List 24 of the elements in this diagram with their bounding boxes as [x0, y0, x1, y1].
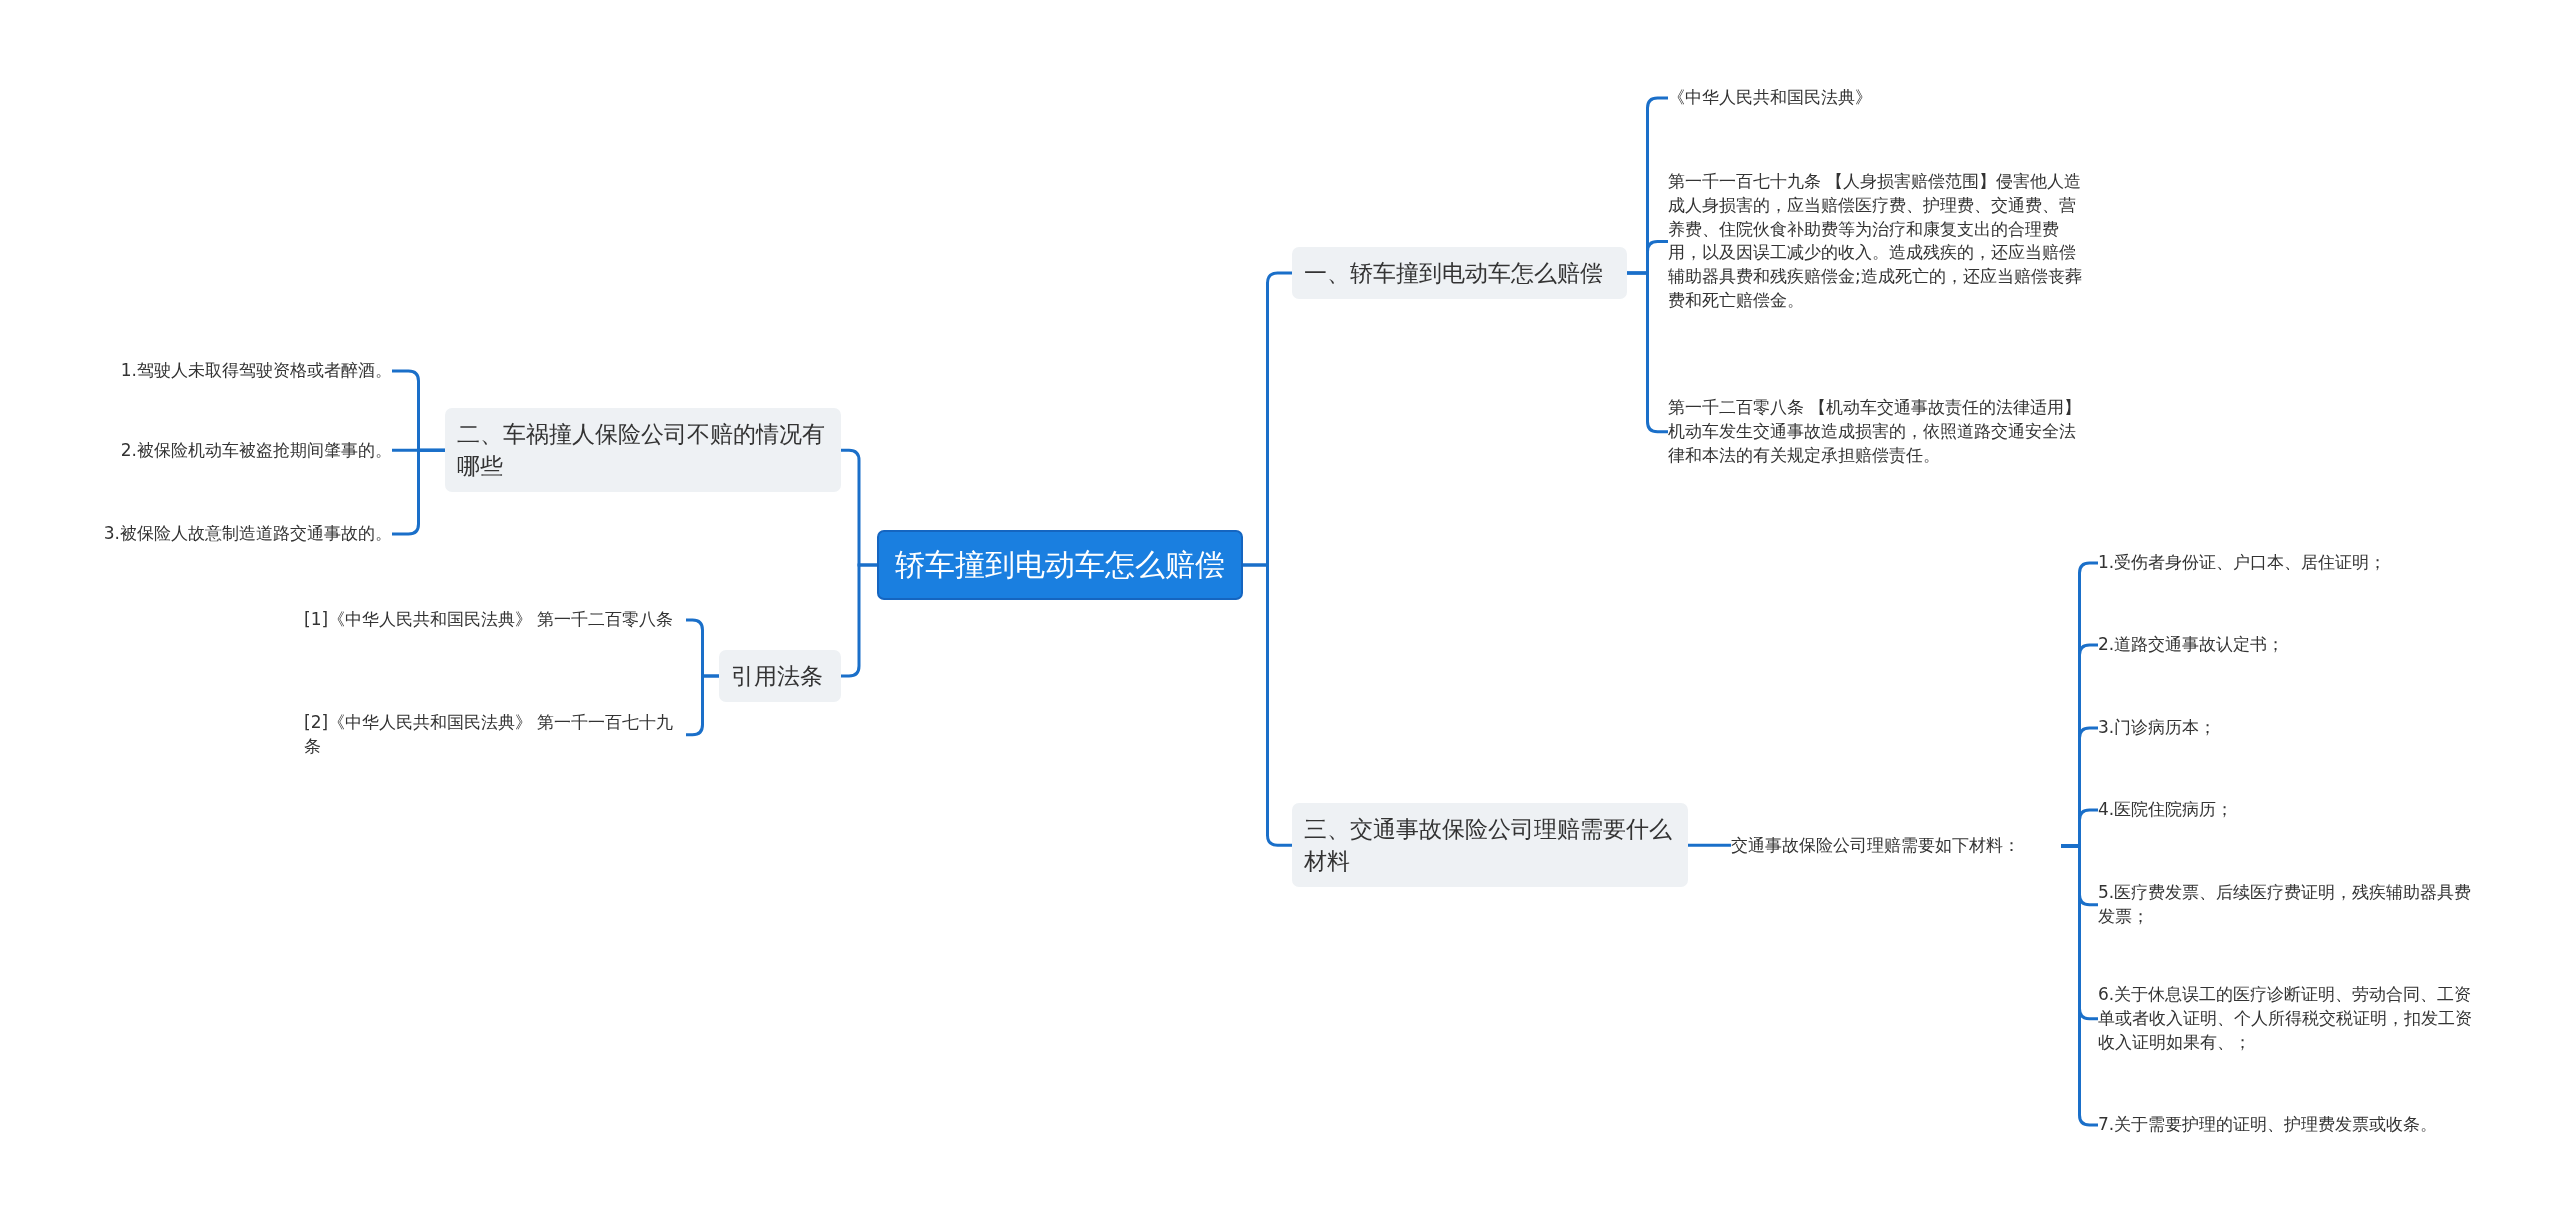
- topic-text: [1]《中华人民共和国民法典》 第一千二百零八条: [304, 608, 686, 632]
- topic-text: 5.医疗费发票、后续医疗费证明，残疾辅助器具费发票；: [2098, 881, 2478, 929]
- connector-line: [1688, 843, 1731, 847]
- topic-text: 第一千二百零八条 【机动车交通事故责任的法律适用】机动车发生交通事故造成损害的，依照道路交通安全法律和本法的有关规定承担赔偿责任。: [1668, 396, 2088, 468]
- topic-box: 三、交通事故保险公司理赔需要什么材料: [1292, 803, 1688, 888]
- topic-box: 一、轿车撞到电动车怎么赔偿: [1292, 247, 1627, 300]
- topic-text: 2.道路交通事故认定书；: [2098, 633, 2518, 657]
- topic-text: 第一千一百七十九条 【人身损害赔偿范围】侵害他人造成人身损害的，应当赔偿医疗费、护理费、交通费、营养费、住院伙食补助费等为治疗和康复支出的合理费用，以及因误工减少的收入。造成残疾的，还应当赔偿辅助器具费和残疾赔偿金;造成死亡的，还应当赔偿丧葬费和死亡赔偿金。: [1668, 170, 2088, 313]
- topic-text: 4.医院住院病历；: [2098, 798, 2518, 822]
- topic-text: 3.门诊病历本；: [2098, 716, 2518, 740]
- topic-text: 1.驾驶人未取得驾驶资格或者醉酒。: [52, 359, 392, 383]
- connector-line: [841, 563, 877, 678]
- topic-box: 二、车祸撞人保险公司不赔的情况有哪些: [445, 408, 841, 493]
- topic-text: 6.关于休息误工的医疗诊断证明、劳动合同、工资单或者收入证明、个人所得税交税证明，扣发工资收入证明如果有、；: [2098, 983, 2478, 1055]
- central-topic-box: 轿车撞到电动车怎么赔偿: [877, 530, 1243, 600]
- topic-text: 1.受伤者身份证、户口本、居住证明；: [2098, 551, 2518, 575]
- topic-text: 3.被保险人故意制造道路交通事故的。: [52, 522, 392, 546]
- connector-line: [1243, 563, 1292, 847]
- topic-text: [2]《中华人民共和国民法典》 第一千一百七十九条: [304, 711, 686, 759]
- topic-text: 7.关于需要护理的证明、护理费发票或收条。: [2098, 1113, 2518, 1137]
- topic-box: 引用法条: [719, 650, 841, 703]
- topic-text: 《中华人民共和国民法典》: [1668, 86, 2088, 110]
- topic-text: 2.被保险机动车被盗抢期间肇事的。: [52, 439, 392, 463]
- topic-text: 交通事故保险公司理赔需要如下材料：: [1731, 834, 2061, 858]
